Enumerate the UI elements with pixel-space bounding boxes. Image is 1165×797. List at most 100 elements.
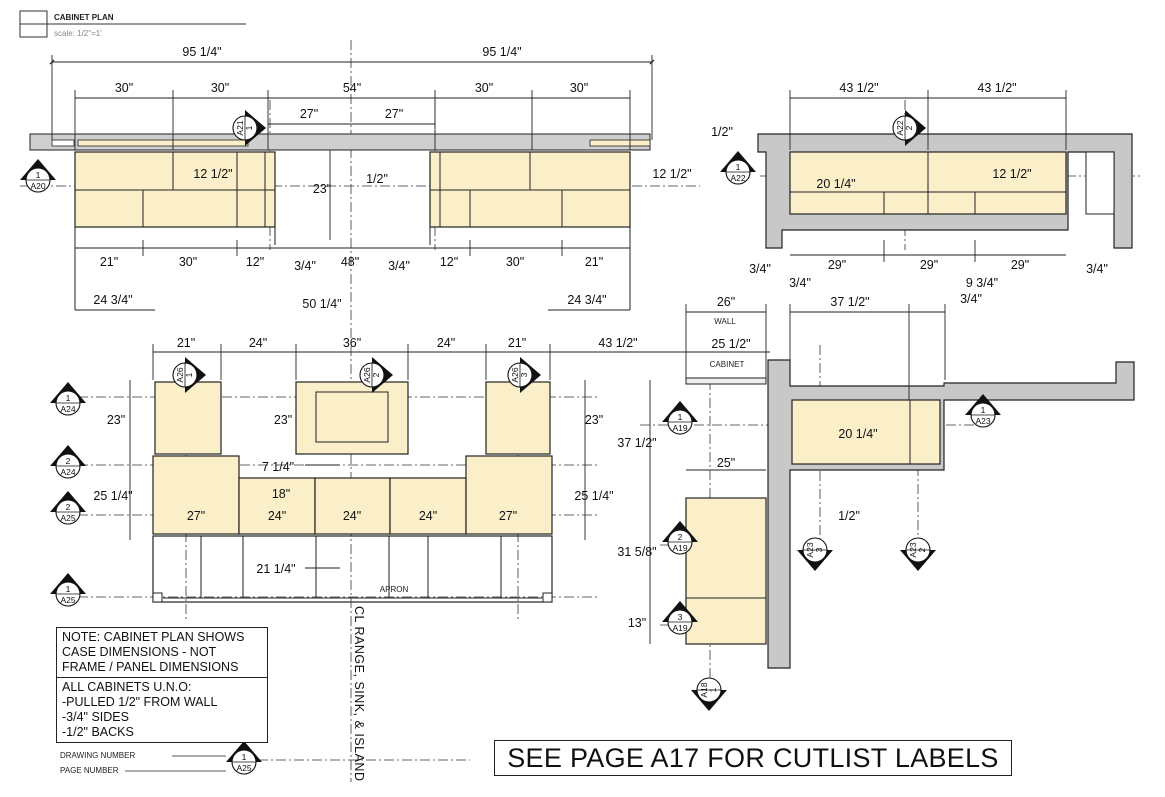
note-line: CASE DIMENSIONS - NOT: [62, 645, 217, 659]
dim: 3/4": [960, 292, 982, 306]
dim: 27": [385, 107, 403, 121]
note-line: FRAME / PANEL DIMENSIONS: [62, 660, 239, 674]
marker-number: 3: [678, 612, 683, 622]
dim: 43 1/2": [977, 81, 1016, 95]
dim: 21": [177, 336, 195, 350]
marker-page: A19: [672, 423, 687, 433]
marker-page: A20: [30, 181, 45, 191]
marker-page: A25: [236, 763, 251, 773]
dim: 7 1/4": [262, 460, 294, 474]
marker-page: A26: [510, 367, 520, 382]
dim: 24": [249, 336, 267, 350]
marker-number: 2: [904, 125, 914, 130]
legend-drawing-number: DRAWING NUMBER: [60, 751, 136, 760]
marker-number: 2: [371, 372, 381, 377]
marker-page: A26: [175, 367, 185, 382]
dim: 1/2": [366, 172, 388, 186]
dim: 9 3/4": [966, 276, 998, 290]
dim: 54": [343, 81, 361, 95]
dim: 25 1/2": [711, 337, 750, 351]
dim: 12": [246, 255, 264, 269]
marker-number: 2: [678, 532, 683, 542]
dim: 23": [274, 413, 292, 427]
dim: 23": [585, 413, 603, 427]
dim: 29": [828, 258, 846, 272]
dim: 21": [100, 255, 118, 269]
marker-number: 2: [917, 547, 927, 552]
dim: 31 5/8": [617, 545, 656, 559]
dim: 21": [585, 255, 603, 269]
marker-number: 2: [66, 456, 71, 466]
right-top-dimension-lines: [789, 90, 1067, 262]
marker-page: A24: [60, 467, 75, 477]
dim: 24": [343, 509, 361, 523]
marker-number: 2: [66, 502, 71, 512]
note-line: NOTE: CABINET PLAN SHOWS: [62, 630, 245, 644]
top-run-dimension-lines: [49, 55, 655, 311]
dim: 27": [300, 107, 318, 121]
notes-box: NOTE: CABINET PLAN SHOWS CASE DIMENSIONS…: [56, 627, 268, 743]
marker-number: 1: [66, 584, 71, 594]
dim: 95 1/4": [182, 45, 221, 59]
dim: 25 1/4": [93, 489, 132, 503]
centerline-label: CL RANGE, SINK, & ISLAND: [352, 606, 366, 782]
dim: 23": [313, 182, 331, 196]
dim: 25 1/4": [574, 489, 613, 503]
dim: 50 1/4": [302, 297, 341, 311]
dim: 24": [419, 509, 437, 523]
dim: 20 1/4": [816, 177, 855, 191]
dim: 12 1/2": [992, 167, 1031, 181]
legend-page-number: PAGE NUMBER: [60, 766, 119, 775]
marker-number: 1: [678, 412, 683, 422]
right-bottom-dimension-lines: [649, 304, 946, 644]
note-line: -3/4" SIDES: [62, 710, 129, 724]
dim: 36": [343, 336, 361, 350]
dim: 24": [268, 509, 286, 523]
marker-number: 1: [708, 687, 718, 692]
cutlist-reference-box: SEE PAGE A17 FOR CUTLIST LABELS: [494, 740, 1012, 776]
dim: 30": [475, 81, 493, 95]
marker-number: 3: [814, 547, 824, 552]
island: [152, 381, 553, 603]
dim: 24 3/4": [567, 293, 606, 307]
dim: 30": [115, 81, 133, 95]
marker-page: A19: [672, 543, 687, 553]
note-line: -1/2" BACKS: [62, 725, 134, 739]
plan-title: CABINET PLAN: [54, 13, 114, 22]
notes-section-1: NOTE: CABINET PLAN SHOWS CASE DIMENSIONS…: [57, 628, 267, 677]
marker-number: 1: [36, 170, 41, 180]
note-line: ALL CABINETS U.N.O:: [62, 680, 192, 694]
dim: 3/4": [749, 262, 771, 276]
dim: 3/4": [388, 259, 410, 273]
dim: 12": [440, 255, 458, 269]
marker-number: 1: [184, 372, 194, 377]
note-line: -PULLED 1/2" FROM WALL: [62, 695, 218, 709]
dim: 12 1/2": [193, 167, 232, 181]
marker-page: A25: [60, 595, 75, 605]
dim: 48": [341, 255, 359, 269]
dim: 24 3/4": [93, 293, 132, 307]
dim: 27": [499, 509, 517, 523]
marker-page: A19: [672, 623, 687, 633]
dim: 37 1/2": [830, 295, 869, 309]
dim: 21 1/4": [256, 562, 295, 576]
marker-page: A24: [60, 404, 75, 414]
dim: 30": [179, 255, 197, 269]
marker-page: A23: [908, 542, 918, 557]
